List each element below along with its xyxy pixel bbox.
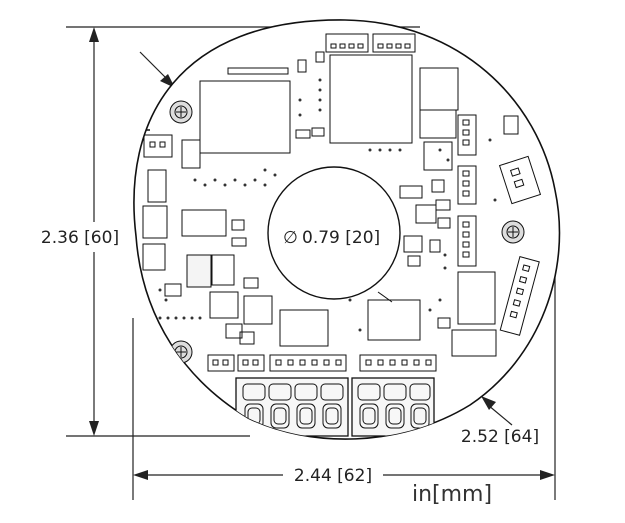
ic-right-lower bbox=[457, 271, 496, 325]
ic-bottom-center bbox=[367, 299, 421, 341]
component-left-6 bbox=[243, 295, 273, 325]
component-left-4 bbox=[211, 254, 235, 286]
mounting-hole-top-left bbox=[169, 100, 193, 124]
hole-leader bbox=[377, 291, 393, 303]
component-right-3 bbox=[403, 235, 423, 253]
ic-large-top-center bbox=[329, 54, 413, 144]
connector-bottom-1 bbox=[269, 354, 347, 372]
ic-left-mid bbox=[181, 209, 227, 237]
connector-right-3 bbox=[457, 215, 477, 267]
component-right-1 bbox=[423, 141, 453, 171]
component-right-2 bbox=[415, 204, 437, 224]
connector-top-2 bbox=[372, 33, 416, 53]
width-dimension-label: 2.44 [62] bbox=[294, 466, 372, 486]
component-left-cap bbox=[147, 169, 167, 203]
terminal-block-left bbox=[235, 377, 349, 437]
arrowhead-up bbox=[89, 27, 99, 42]
arrowhead-diagonal-bottom bbox=[481, 396, 496, 410]
component-right-4 bbox=[419, 109, 457, 139]
smd-parts bbox=[164, 51, 519, 345]
ic-bottom-center-left bbox=[279, 309, 329, 347]
mounting-hole-right bbox=[501, 220, 525, 244]
hole-dimension-label: 0.79 [20] bbox=[302, 228, 380, 248]
via-dots bbox=[158, 78, 497, 332]
center-hole bbox=[267, 166, 401, 300]
connector-bottom-2 bbox=[359, 354, 437, 372]
connector-bottom-small-2 bbox=[237, 354, 265, 372]
units-label: in[mm] bbox=[412, 482, 492, 507]
connector-right-2 bbox=[457, 165, 477, 205]
connector-left bbox=[143, 134, 173, 158]
diagonal-leader-bottom bbox=[487, 404, 513, 426]
arrowhead-right bbox=[540, 470, 555, 480]
component-left-5 bbox=[209, 291, 239, 319]
connector-right-1 bbox=[457, 114, 477, 156]
ic-large-top-left bbox=[199, 80, 291, 154]
component-left-1 bbox=[142, 205, 168, 239]
component-strip-top bbox=[227, 67, 289, 75]
height-dimension-label: 2.36 [60] bbox=[41, 228, 119, 248]
connector-right-angled-2 bbox=[499, 256, 540, 336]
arrowhead-left bbox=[133, 470, 148, 480]
diagonal-leader-top bbox=[139, 51, 169, 81]
arrowhead-down bbox=[89, 421, 99, 436]
connector-top-1 bbox=[325, 33, 369, 53]
component-right-bottom bbox=[451, 329, 497, 357]
component-left-top bbox=[181, 139, 201, 169]
width-dimension bbox=[132, 210, 556, 500]
connector-bottom-small-1 bbox=[207, 354, 235, 372]
component-left-2 bbox=[142, 243, 166, 271]
connector-right-angled-1 bbox=[498, 155, 542, 205]
diameter-icon: ∅ bbox=[283, 228, 298, 248]
terminal-block-right bbox=[351, 377, 435, 437]
diagonal-dimension-label: 2.52 [64] bbox=[461, 427, 539, 447]
component-left-3 bbox=[186, 254, 212, 288]
